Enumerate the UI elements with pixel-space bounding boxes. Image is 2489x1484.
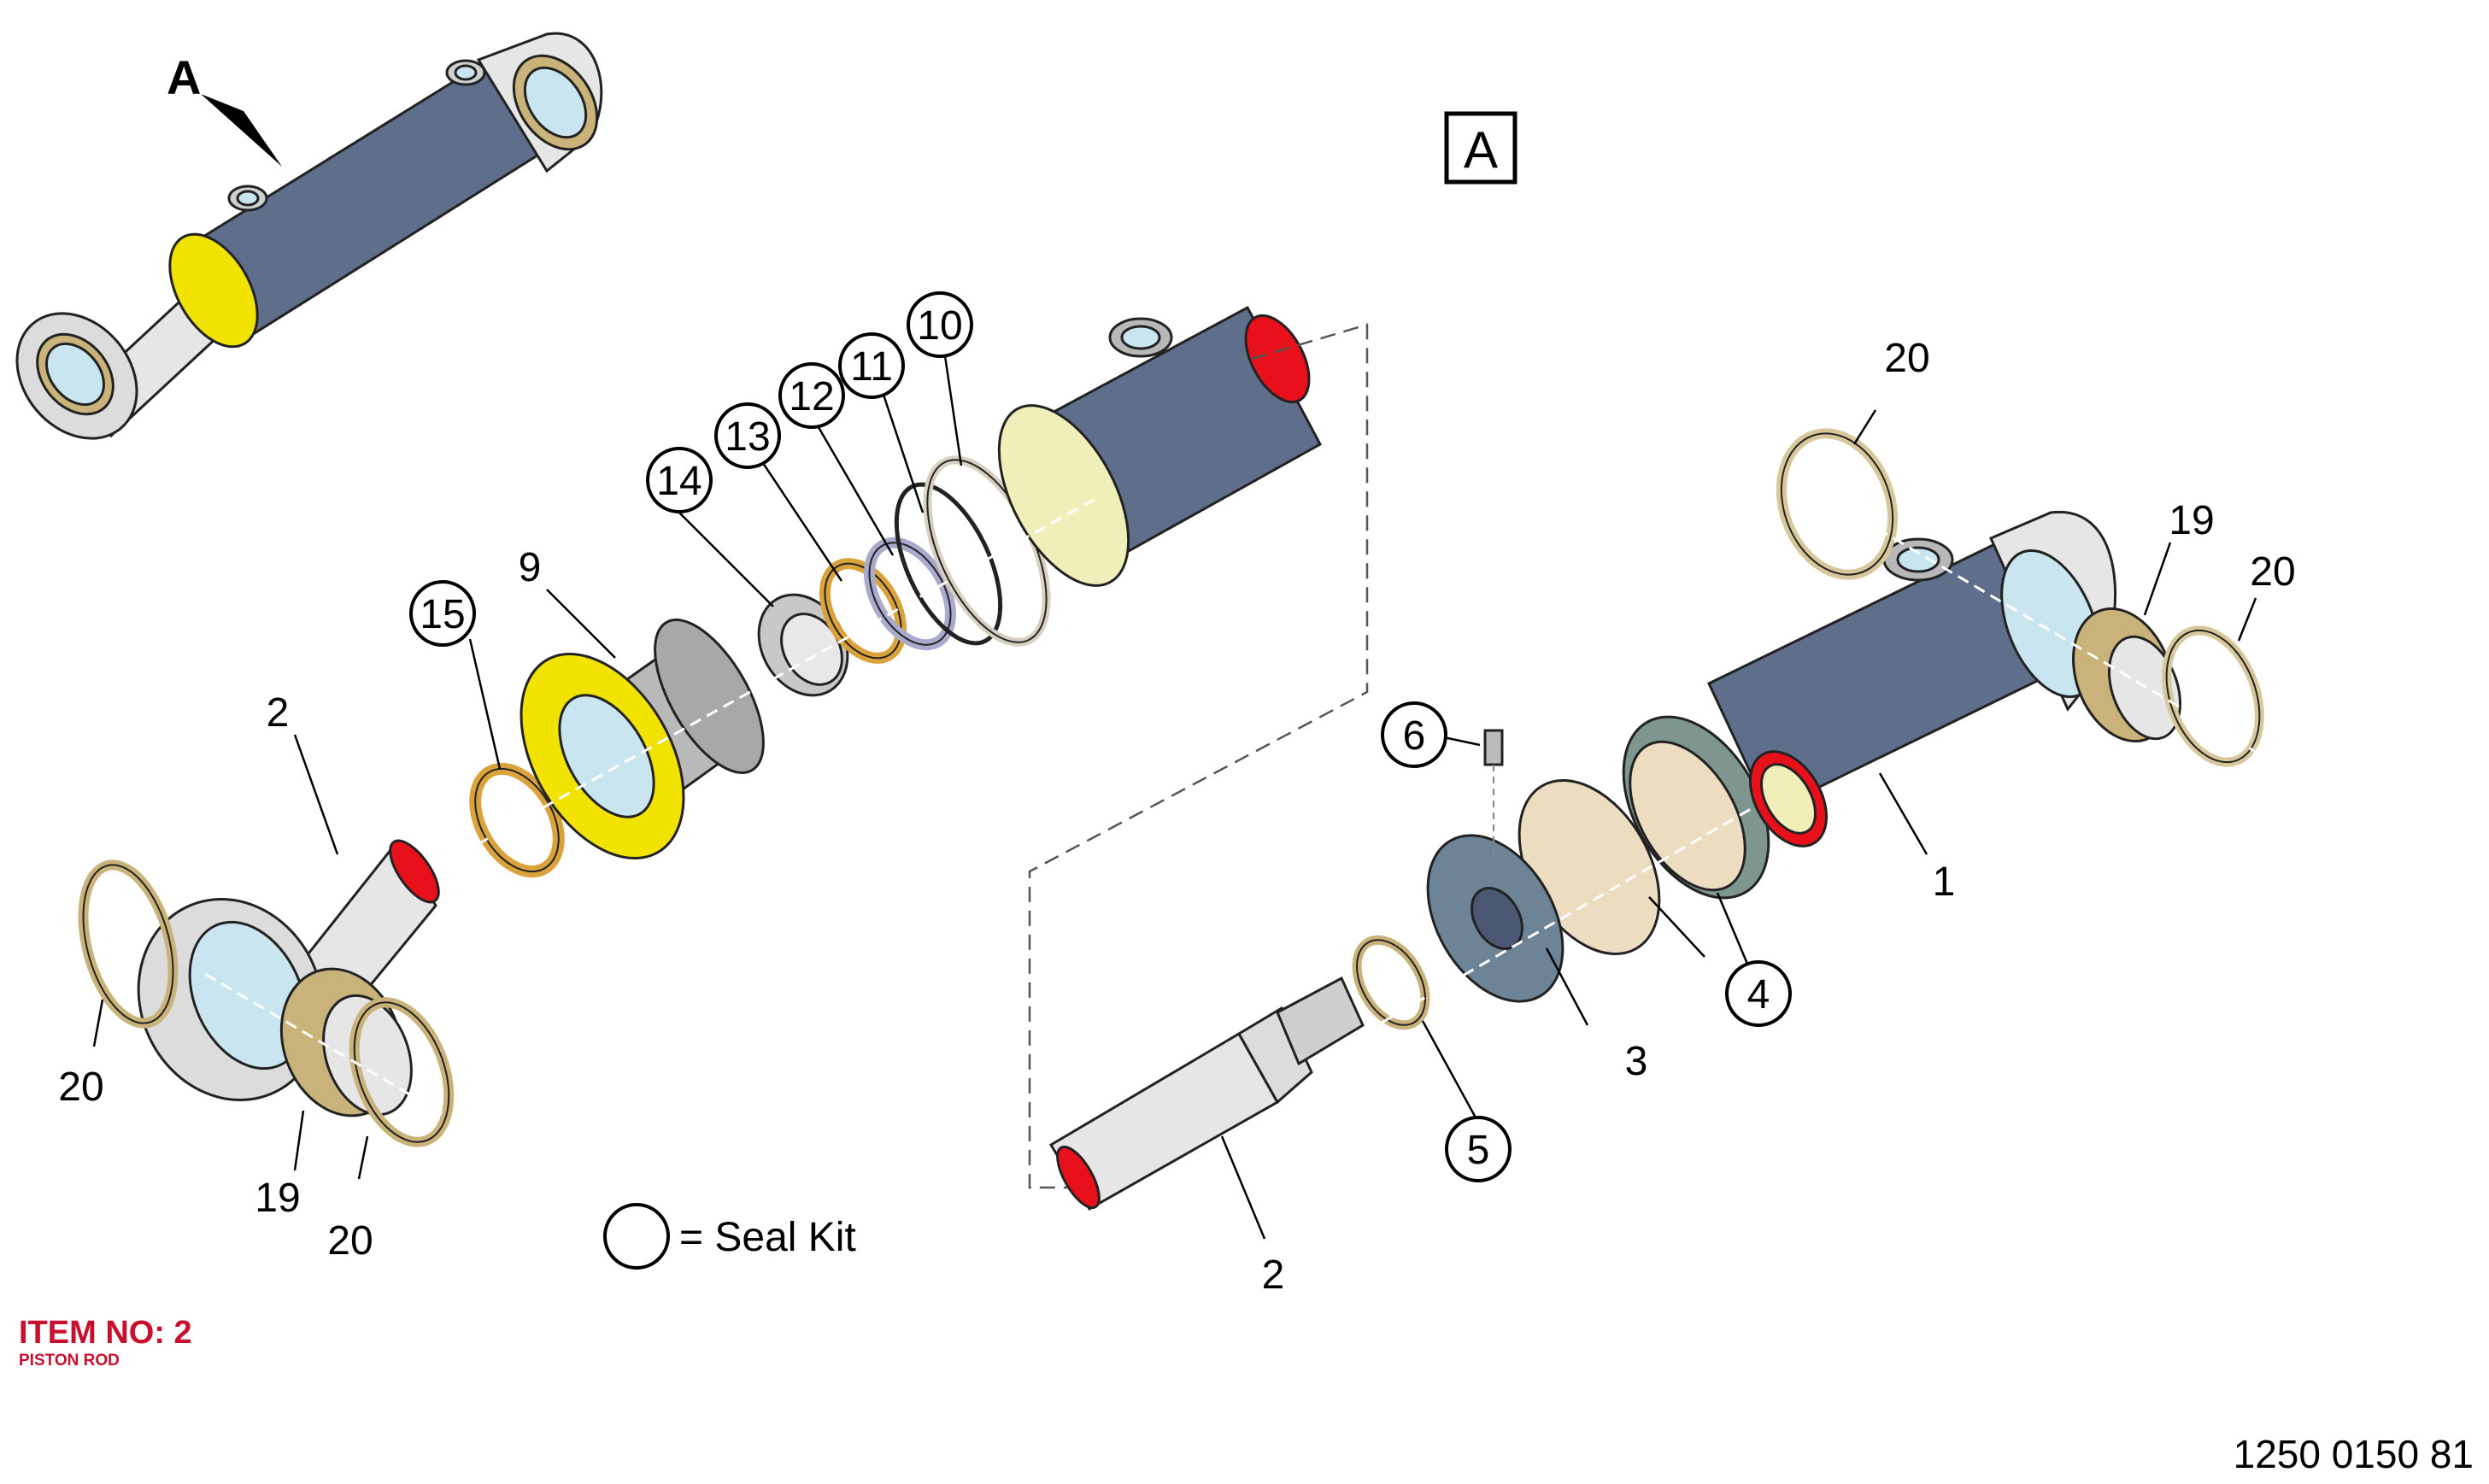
piston-rod: [1048, 976, 1365, 1211]
seal-12: [864, 537, 956, 651]
legend: = Seal Kit: [603, 1203, 856, 1270]
callout-2-right: 2: [1262, 1252, 1285, 1298]
circlip-20-rear: [2162, 625, 2264, 767]
callout-1: 1: [1933, 859, 1956, 905]
assembled-cylinder: A: [15, 32, 603, 440]
bubble-11: 11: [850, 344, 893, 390]
barrel-rear: [1707, 510, 2116, 848]
callouts: 2 9 2 3 1 20 19 20 20 19 20: [58, 336, 2295, 1298]
bubble-13: 13: [725, 414, 770, 460]
gland-9: [520, 619, 765, 859]
leader-lines: [92, 349, 2257, 1240]
seal-15: [469, 762, 565, 878]
item-name: PISTON ROD: [19, 1352, 120, 1370]
bubble-4: 4: [1747, 972, 1770, 1018]
item-number: ITEM NO: 2: [19, 1315, 192, 1351]
bubble-10: 10: [917, 303, 962, 349]
bubble-5: 5: [1467, 1128, 1490, 1173]
callout-20-top: 20: [1884, 336, 1929, 381]
seal-kit-bubbles: 15 14 13 12 11 10 6 5 4: [409, 291, 1792, 1182]
callout-19-left: 19: [255, 1176, 300, 1221]
legend-circle-icon: [603, 1203, 670, 1270]
barrel-front: [997, 305, 1323, 587]
callout-3: 3: [1625, 1039, 1648, 1084]
callout-20-bottom: 20: [327, 1218, 373, 1264]
seal-11: [894, 482, 1003, 646]
callout-19-rear: 19: [2169, 498, 2214, 543]
view-arrow-label: A: [167, 50, 201, 104]
piston-3: [1426, 779, 1661, 1003]
view-box: A: [1444, 111, 1517, 185]
bubble-15: 15: [420, 592, 465, 637]
document-number: 1250 0150 81: [2234, 1432, 2474, 1476]
circlip-20-top: [1776, 428, 1899, 580]
legend-text: = Seal Kit: [679, 1215, 856, 1260]
bubble-14: 14: [656, 459, 701, 504]
footer: ITEM NO: 2 PISTON ROD 1250 0150 81: [19, 1315, 2474, 1476]
piston-band-4: [1622, 715, 1770, 900]
rod-end-left: [78, 839, 455, 1147]
callout-20-left: 20: [58, 1065, 103, 1110]
set-screw-6: [1483, 729, 1504, 863]
view-box-label: A: [1464, 121, 1498, 179]
bubble-6: 6: [1403, 713, 1426, 759]
callout-2-left: 2: [267, 690, 290, 736]
callout-9: 9: [519, 545, 542, 590]
seal-5: [1352, 935, 1430, 1030]
view-arrow-icon: [201, 94, 282, 167]
bubble-12: 12: [789, 374, 834, 419]
seal-13: [819, 558, 907, 664]
callout-20-rear: 20: [2250, 549, 2295, 595]
